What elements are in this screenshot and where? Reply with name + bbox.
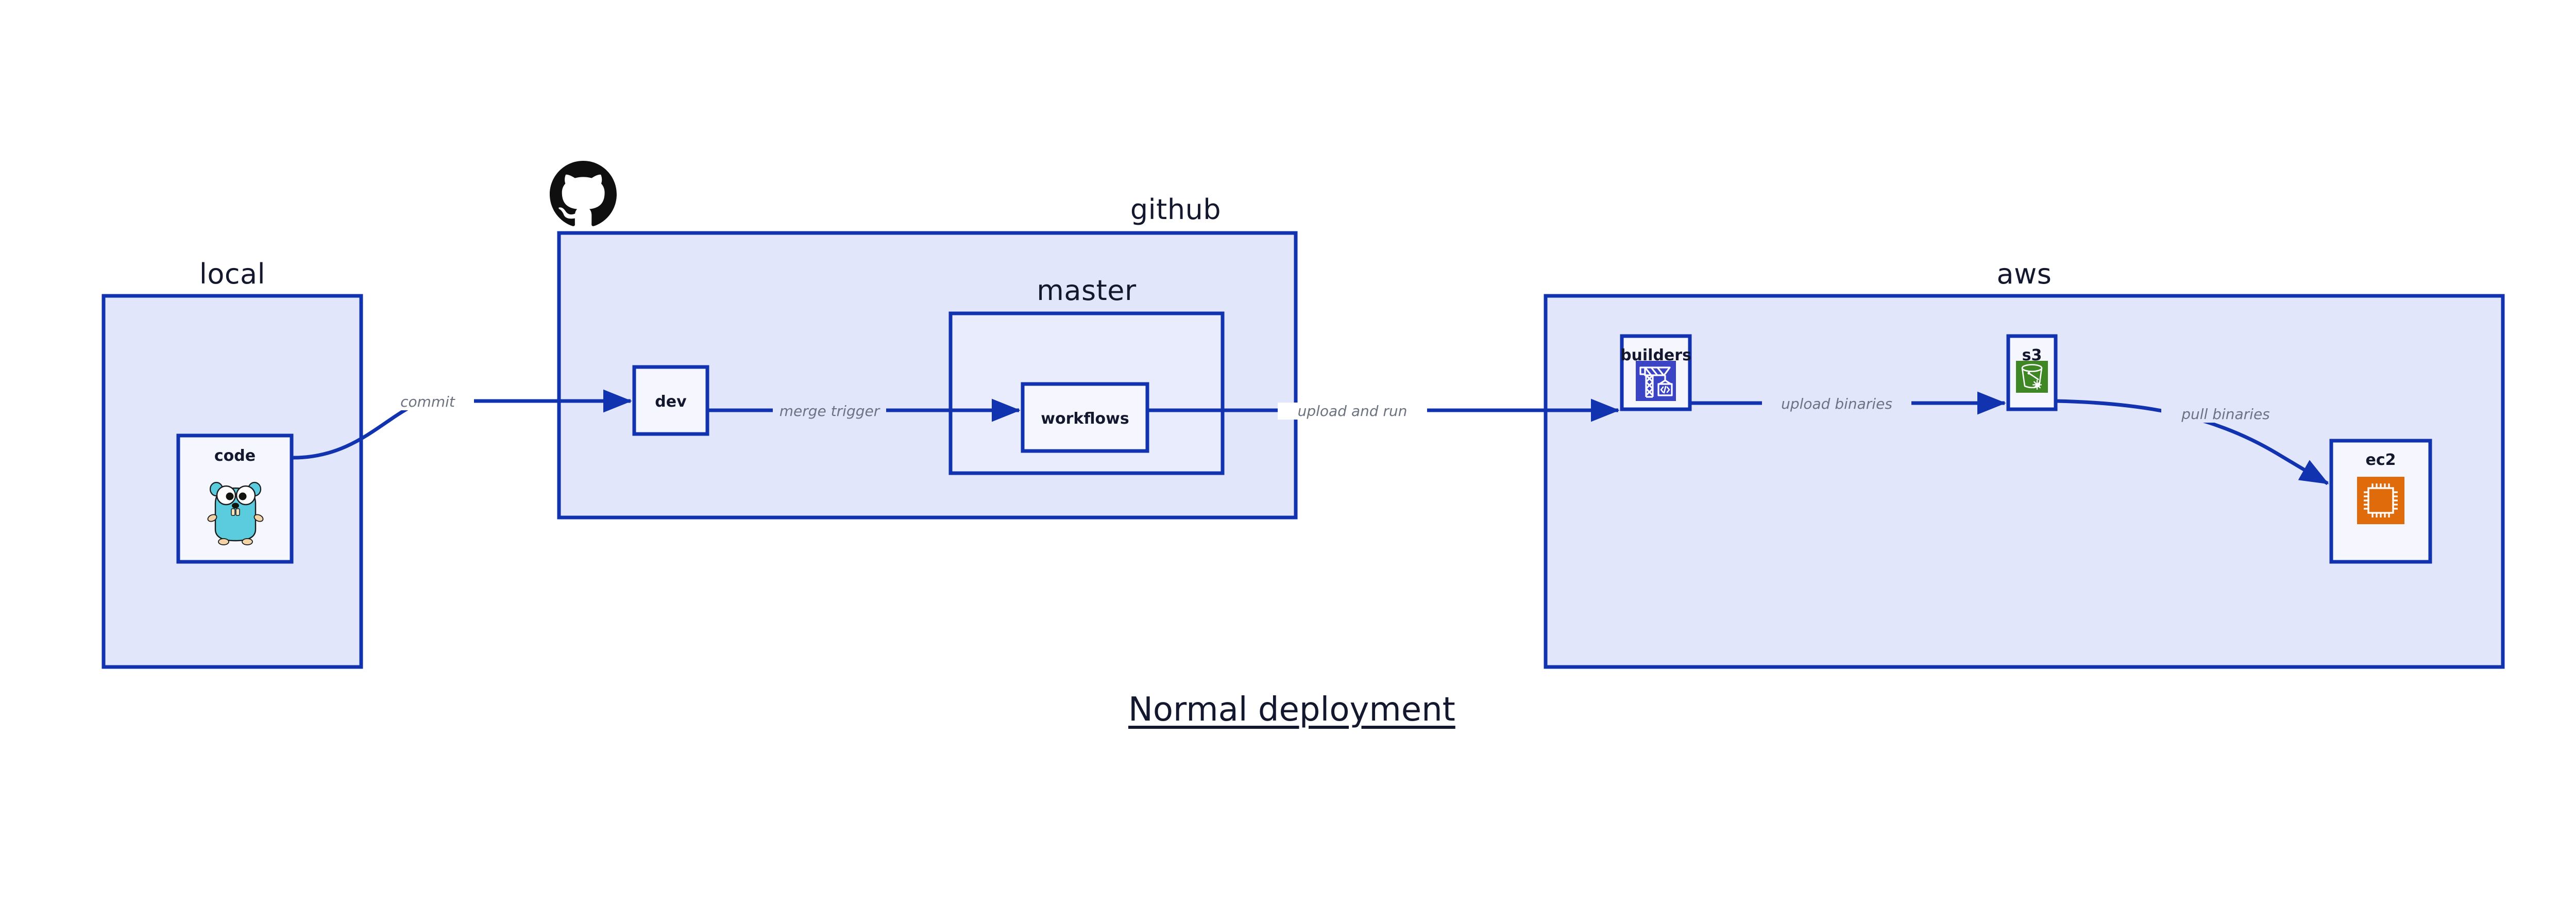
edge-s3-to-ec2 xyxy=(2055,399,2329,486)
node-label-dev: dev xyxy=(655,393,687,411)
edge-label-commit: commit xyxy=(381,393,474,410)
node-box-workflows[interactable] xyxy=(1021,382,1149,453)
node-label-s3: s3 xyxy=(2022,346,2042,364)
aws-codebuild-crane-icon xyxy=(1636,361,1676,401)
github-octocat-logo xyxy=(550,161,617,228)
aws-s3-bucket-icon xyxy=(2016,361,2048,393)
node-box-dev[interactable] xyxy=(632,365,709,436)
container-label-local: local xyxy=(199,258,266,290)
edge-label-upload-and-run: upload and run xyxy=(1278,403,1427,420)
edge-label-upload-binaries: upload binaries xyxy=(1762,395,1911,412)
node-label-workflows: workflows xyxy=(1041,410,1129,428)
diagram-title: Normal deployment xyxy=(1128,691,1455,729)
edge-label-merge-trigger: merge trigger xyxy=(773,403,886,420)
container-label-aws: aws xyxy=(1996,258,2052,290)
go-gopher-icon xyxy=(205,472,266,546)
node-label-builders: builders xyxy=(1620,346,1691,364)
node-label-code: code xyxy=(214,447,256,465)
container-label-github: github xyxy=(1130,193,1222,226)
node-label-ec2: ec2 xyxy=(2365,451,2396,469)
aws-ec2-chip-icon xyxy=(2357,477,2404,524)
container-label-master: master xyxy=(1037,274,1137,307)
edge-label-pull-binaries: pull binaries xyxy=(2161,406,2290,423)
